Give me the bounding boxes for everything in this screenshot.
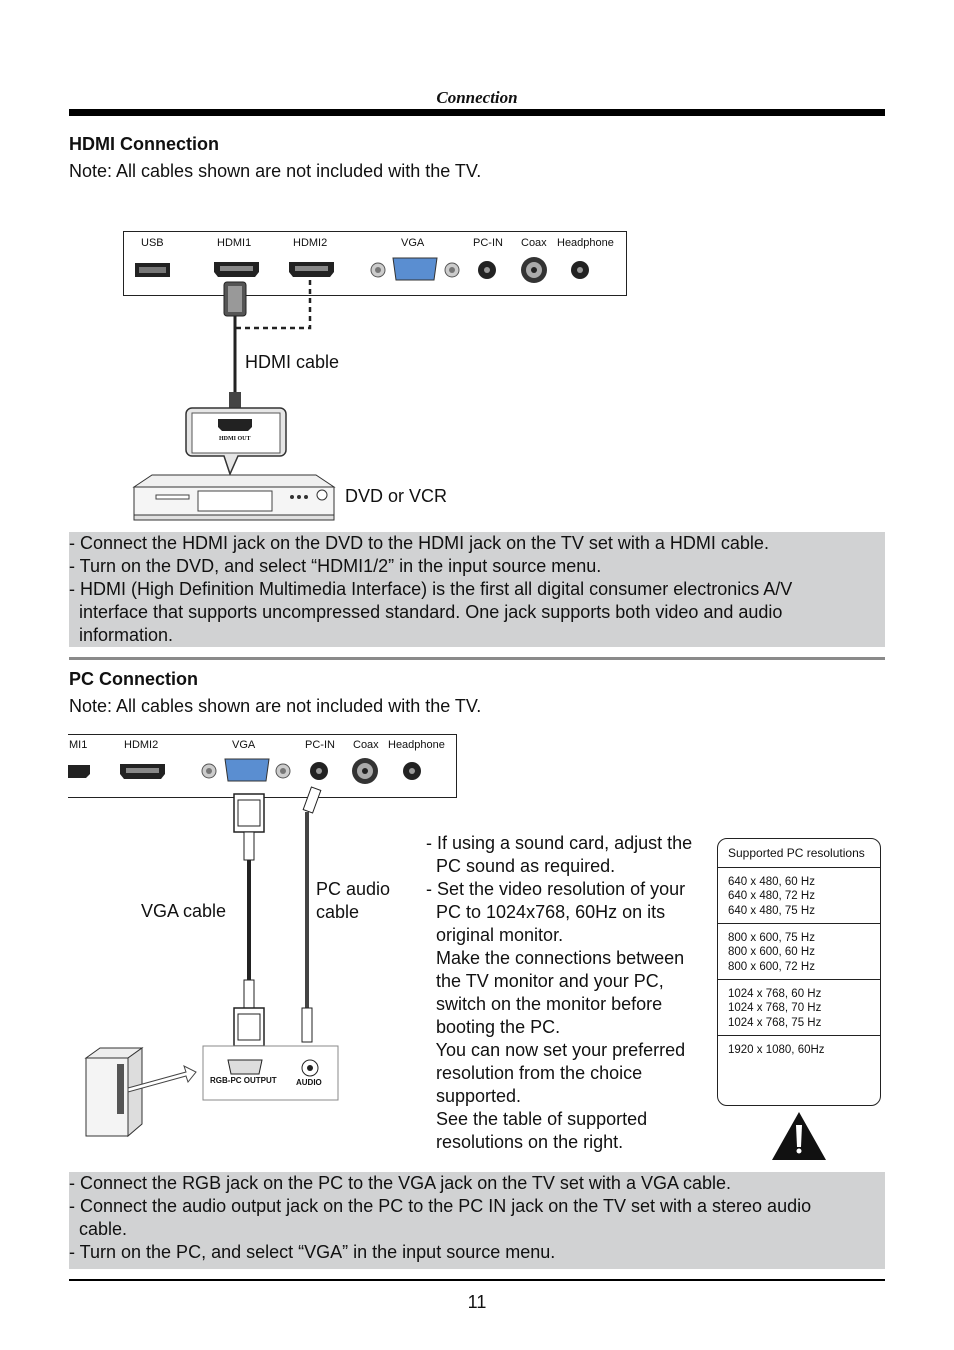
pc-step-line: Make the connections between: [426, 948, 685, 968]
panel-label-pc-in: PC-IN: [473, 237, 503, 249]
resolution-item: 1024 x 768, 70 Hz: [728, 1002, 822, 1015]
pc-audio-cable-label-line2: cable: [316, 902, 360, 922]
resolution-group-640: 640 x 480, 60 Hz 640 x 480, 72 Hz 640 x …: [718, 868, 880, 924]
hdmi-instruction-2: - Turn on the DVD, and select “HDMI1/2” …: [69, 556, 602, 576]
pc-instruction-2: - Connect the audio output jack on the P…: [69, 1196, 812, 1216]
pc-step-line: See the table of supported: [426, 1109, 648, 1129]
hdmi-instructions-box: - Connect the HDMI jack on the DVD to th…: [69, 532, 885, 647]
pc-connection-diagram: [68, 758, 826, 1160]
panel-label-usb: USB: [141, 237, 164, 249]
supported-resolutions-table: Supported PC resolutions 640 x 480, 60 H…: [717, 838, 881, 1106]
hdmi-heading: HDMI Connection: [69, 134, 219, 154]
page-number: 11: [467, 1292, 487, 1312]
panel-label-coax: Coax: [521, 237, 547, 249]
pc-step-line: switch on the monitor before: [426, 994, 663, 1014]
hdmi-instruction-1: - Connect the HDMI jack on the DVD to th…: [69, 533, 769, 553]
resolution-group-800: 800 x 600, 75 Hz 800 x 600, 60 Hz 800 x …: [718, 924, 880, 980]
resolution-item: 800 x 600, 60 Hz: [728, 946, 815, 959]
section-divider: [69, 657, 885, 660]
header-rule: [69, 109, 885, 116]
pc-step-line: booting the PC.: [426, 1017, 561, 1037]
pc-panel-label-headphone: Headphone: [388, 739, 445, 751]
resolution-item: 640 x 480, 72 Hz: [728, 890, 815, 903]
resolution-item: 1024 x 768, 60 Hz: [728, 988, 822, 1000]
dvd-vcr-label: DVD or VCR: [345, 486, 448, 506]
vga-cable-label: VGA cable: [141, 901, 227, 921]
resolution-item: 1024 x 768, 75 Hz: [728, 1016, 822, 1029]
hdmi-out-label: HDMI OUT: [219, 436, 251, 442]
pc-instructions-box: - Connect the RGB jack on the PC to the …: [69, 1172, 885, 1269]
pc-step-line: You can now set your preferred: [426, 1040, 686, 1060]
resolution-item: 640 x 480, 60 Hz: [728, 876, 815, 888]
resolution-group-1920: 1920 x 1080, 60Hz: [718, 1036, 880, 1092]
rgb-pc-output-label: RGB-PC OUTPUT: [210, 1076, 277, 1085]
hdmi-connection-diagram: [132, 257, 589, 521]
pc-panel-label-hdmi2: HDMI2: [124, 739, 159, 751]
panel-label-vga: VGA: [401, 237, 425, 249]
audio-port-label: AUDIO: [296, 1078, 322, 1087]
footer-rule: [69, 1279, 885, 1281]
panel-label-hdmi2: HDMI2: [293, 237, 328, 249]
pc-step-line: resolutions on the right.: [426, 1132, 624, 1152]
resolution-item: 640 x 480, 75 Hz: [728, 904, 815, 917]
pc-step-line: - Set the video resolution of your: [426, 879, 686, 899]
panel-label-hdmi1: HDMI1: [217, 237, 252, 249]
resolutions-title: Supported PC resolutions: [718, 839, 880, 868]
hdmi-note: Note: All cables shown are not included …: [69, 161, 482, 181]
tv-rear-panel: [123, 231, 627, 296]
pc-step-line: supported.: [426, 1086, 522, 1106]
hdmi-instruction-5: information.: [69, 625, 174, 645]
pc-instruction-3: cable.: [69, 1219, 128, 1239]
pc-panel-label-vga: VGA: [232, 739, 256, 751]
pc-step-line: - If using a sound card, adjust the: [426, 833, 693, 853]
resolution-item: 800 x 600, 75 Hz: [728, 932, 815, 944]
pc-panel-label-hdmi1: MI1: [69, 739, 88, 751]
pc-instruction-4: - Turn on the PC, and select “VGA” in th…: [69, 1242, 556, 1262]
pc-step-line: the TV monitor and your PC,: [426, 971, 664, 991]
pc-heading: PC Connection: [69, 669, 198, 689]
pc-panel-label-pc-in: PC-IN: [305, 739, 335, 751]
pc-step-line: PC to 1024x768, 60Hz on its: [426, 902, 666, 922]
pc-step-line: original monitor.: [426, 925, 564, 945]
hdmi-instruction-4: interface that supports uncompressed sta…: [69, 602, 783, 622]
hdmi-instruction-3: - HDMI (High Definition Multimedia Inter…: [69, 579, 793, 599]
pc-step-line: resolution from the choice: [426, 1063, 643, 1083]
pc-note: Note: All cables shown are not included …: [69, 696, 482, 716]
pc-step-line: PC sound as required.: [426, 856, 616, 876]
pc-audio-cable-label-line1: PC audio: [316, 879, 391, 899]
pc-panel-label-coax: Coax: [353, 739, 379, 751]
pc-instruction-1: - Connect the RGB jack on the PC to the …: [69, 1173, 732, 1193]
pc-setup-steps: - If using a sound card, adjust the PC s…: [426, 832, 692, 1154]
resolution-group-1024: 1024 x 768, 60 Hz 1024 x 768, 70 Hz 1024…: [718, 980, 880, 1036]
hdmi-cable-label: HDMI cable: [245, 352, 340, 372]
page-header-title: Connection: [436, 88, 518, 107]
resolution-item: 800 x 600, 72 Hz: [728, 960, 815, 973]
resolution-item: 1920 x 1080, 60Hz: [728, 1044, 825, 1056]
panel-label-headphone: Headphone: [557, 237, 614, 249]
